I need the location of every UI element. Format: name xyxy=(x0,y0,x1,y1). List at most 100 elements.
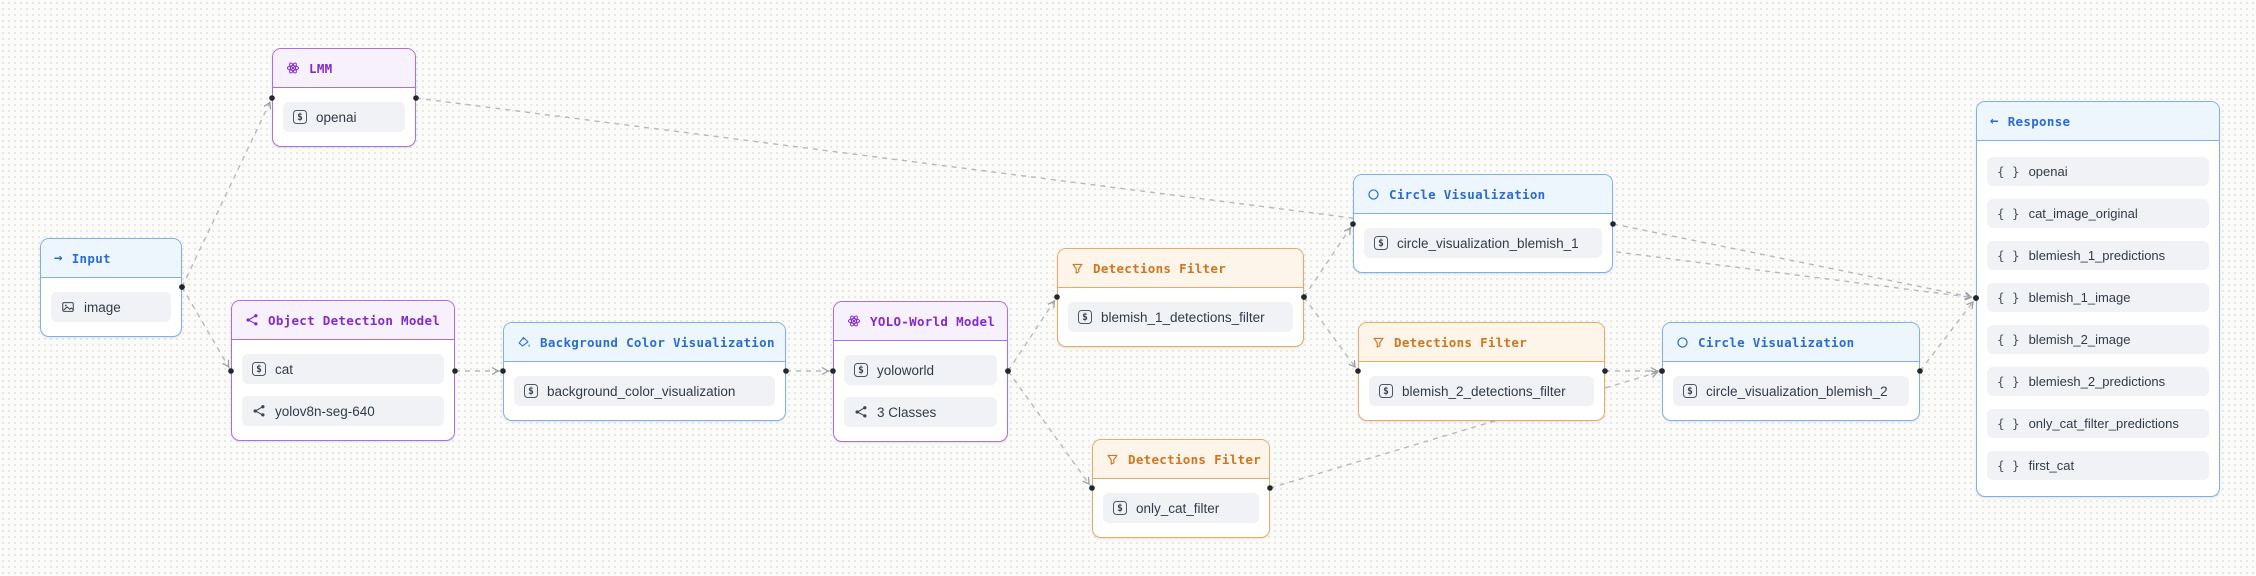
graph-nodes-icon xyxy=(854,405,868,419)
node-lmm-header: LMM xyxy=(273,49,415,88)
funnel-icon xyxy=(1071,262,1084,275)
node-item[interactable]: $ circle_visualization_blemish_1 xyxy=(1364,228,1602,258)
node-item[interactable]: { } cat_image_original xyxy=(1987,199,2209,228)
node-item[interactable]: { } first_cat xyxy=(1987,451,2209,480)
atom-icon xyxy=(286,61,300,75)
node-title: Circle Visualization xyxy=(1698,334,1855,350)
dollar-icon: $ xyxy=(293,110,307,124)
node-item[interactable]: yolov8n-seg-640 xyxy=(242,396,444,426)
edge-arrowhead xyxy=(1650,370,1659,378)
node-item[interactable]: $ cat xyxy=(242,354,444,384)
node-title: Background Color Visualization xyxy=(540,334,775,350)
node-detections-filter-only-cat-header: Detections Filter xyxy=(1093,440,1269,479)
braces-icon: { } xyxy=(1997,164,2020,179)
braces-icon: { } xyxy=(1997,206,2020,221)
node-item[interactable]: { } blemish_1_image xyxy=(1987,283,2209,312)
item-label: only_cat_filter_predictions xyxy=(2028,416,2179,431)
node-title: Detections Filter xyxy=(1394,334,1528,350)
node-detections-filter-blemish-2-header: Detections Filter xyxy=(1359,323,1604,362)
item-label: blemiesh_1_predictions xyxy=(2028,248,2166,263)
node-response[interactable]: ← Response { } openai { } cat_image_orig… xyxy=(1976,101,2220,497)
item-label: circle_visualization_blemish_1 xyxy=(1397,235,1579,251)
node-item[interactable]: $ yoloworld xyxy=(844,355,997,385)
item-label: 3 Classes xyxy=(877,404,937,420)
node-circle-visualization-blemish-2-header: Circle Visualization xyxy=(1663,323,1919,362)
node-item[interactable]: $ openai xyxy=(283,102,405,132)
node-item[interactable]: { } blemiesh_1_predictions xyxy=(1987,241,2209,270)
dollar-icon: $ xyxy=(1078,310,1092,324)
item-label: image xyxy=(84,299,121,315)
node-item[interactable]: image xyxy=(51,292,171,322)
node-item[interactable]: { } openai xyxy=(1987,157,2209,186)
node-item[interactable]: $ background_color_visualization xyxy=(514,376,775,406)
node-object-detection-model[interactable]: Object Detection Model $ cat yolov8n-seg… xyxy=(231,300,455,441)
node-title: Input xyxy=(71,250,111,266)
node-title: Object Detection Model xyxy=(268,312,441,328)
edge-circle-visualization-blemish-2-to-response xyxy=(1919,297,1977,372)
funnel-icon xyxy=(1106,453,1119,466)
dollar-icon: $ xyxy=(1379,384,1393,398)
edge-arrowhead xyxy=(1650,366,1659,376)
edge-arrowhead xyxy=(491,366,500,376)
node-detections-filter-blemish-1-header: Detections Filter xyxy=(1058,249,1303,288)
edge-arrowhead xyxy=(263,101,272,110)
node-circle-visualization-blemish-1[interactable]: Circle Visualization $ circle_visualizat… xyxy=(1353,174,1613,273)
edge-arrowhead xyxy=(821,366,830,376)
node-detections-filter-only-cat[interactable]: Detections Filter $ only_cat_filter xyxy=(1092,439,1270,538)
graph-nodes-icon xyxy=(252,404,266,418)
graph-nodes-icon xyxy=(245,313,259,327)
braces-icon: { } xyxy=(1997,290,2020,305)
braces-icon: { } xyxy=(1997,332,2020,347)
arrow-left-icon: ← xyxy=(1990,113,1999,129)
node-item[interactable]: { } blemiesh_2_predictions xyxy=(1987,367,2209,396)
circle-icon xyxy=(1367,188,1380,201)
atom-icon xyxy=(847,314,861,328)
dollar-icon: $ xyxy=(1113,501,1127,515)
braces-icon: { } xyxy=(1997,416,2020,431)
node-item[interactable]: $ blemish_2_detections_filter xyxy=(1369,376,1594,406)
image-icon xyxy=(61,300,75,314)
node-yolo-world-model[interactable]: YOLO-World Model $ yoloworld 3 Classes xyxy=(833,301,1008,442)
node-item[interactable]: { } blemish_2_image xyxy=(1987,325,2209,354)
node-lmm[interactable]: LMM $ openai xyxy=(272,48,416,147)
node-item[interactable]: 3 Classes xyxy=(844,397,997,427)
node-background-color-visualization-header: Background Color Visualization xyxy=(504,323,785,362)
node-title: LMM xyxy=(309,60,333,76)
edge-arrowhead xyxy=(1348,359,1356,369)
braces-icon: { } xyxy=(1997,374,2020,389)
node-title: Detections Filter xyxy=(1093,260,1227,276)
edge-arrowhead xyxy=(1082,476,1090,485)
node-item[interactable]: $ blemish_1_detections_filter xyxy=(1068,302,1293,332)
edge-arrowhead xyxy=(1964,291,1973,300)
node-circle-visualization-blemish-2[interactable]: Circle Visualization $ circle_visualizat… xyxy=(1662,322,1920,421)
item-label: blemiesh_2_predictions xyxy=(2028,374,2166,389)
edge-yolo-world-model-to-detections-filter-blemish-1 xyxy=(1007,296,1058,372)
node-item[interactable]: $ only_cat_filter xyxy=(1103,493,1259,523)
edge-detections-filter-blemish-1-to-detections-filter-blemish-2 xyxy=(1303,296,1359,372)
edge-arrowhead xyxy=(1343,227,1351,236)
dollar-icon: $ xyxy=(524,384,538,398)
node-item[interactable]: $ circle_visualization_blemish_2 xyxy=(1673,376,1909,406)
edge-detections-filter-blemish-1-to-circle-visualization-blemish-1 xyxy=(1303,223,1354,298)
node-background-color-visualization[interactable]: Background Color Visualization $ backgro… xyxy=(503,322,786,421)
node-response-header: ← Response xyxy=(1977,102,2219,141)
node-title: Detections Filter xyxy=(1128,451,1262,467)
item-label: cat_image_original xyxy=(2028,206,2138,221)
edge-circle-visualization-blemish-1-to-response xyxy=(1612,223,1977,299)
node-detections-filter-blemish-2[interactable]: Detections Filter $ blemish_2_detections… xyxy=(1358,322,1605,421)
item-label: only_cat_filter xyxy=(1136,500,1220,516)
node-item[interactable]: { } only_cat_filter_predictions xyxy=(1987,409,2209,438)
item-label: cat xyxy=(275,361,294,377)
item-label: first_cat xyxy=(2028,458,2075,473)
item-label: openai xyxy=(2028,164,2068,179)
funnel-icon xyxy=(1372,336,1385,349)
node-detections-filter-blemish-1[interactable]: Detections Filter $ blemish_1_detections… xyxy=(1057,248,1304,347)
node-title: Circle Visualization xyxy=(1389,186,1546,202)
node-title: YOLO-World Model xyxy=(870,313,996,329)
node-input[interactable]: → Input image xyxy=(40,238,182,337)
item-label: blemish_2_detections_filter xyxy=(1402,383,1566,399)
dollar-icon: $ xyxy=(854,363,868,377)
item-label: circle_visualization_blemish_2 xyxy=(1706,383,1888,399)
edge-yolo-world-model-to-detections-filter-only-cat xyxy=(1007,370,1093,489)
